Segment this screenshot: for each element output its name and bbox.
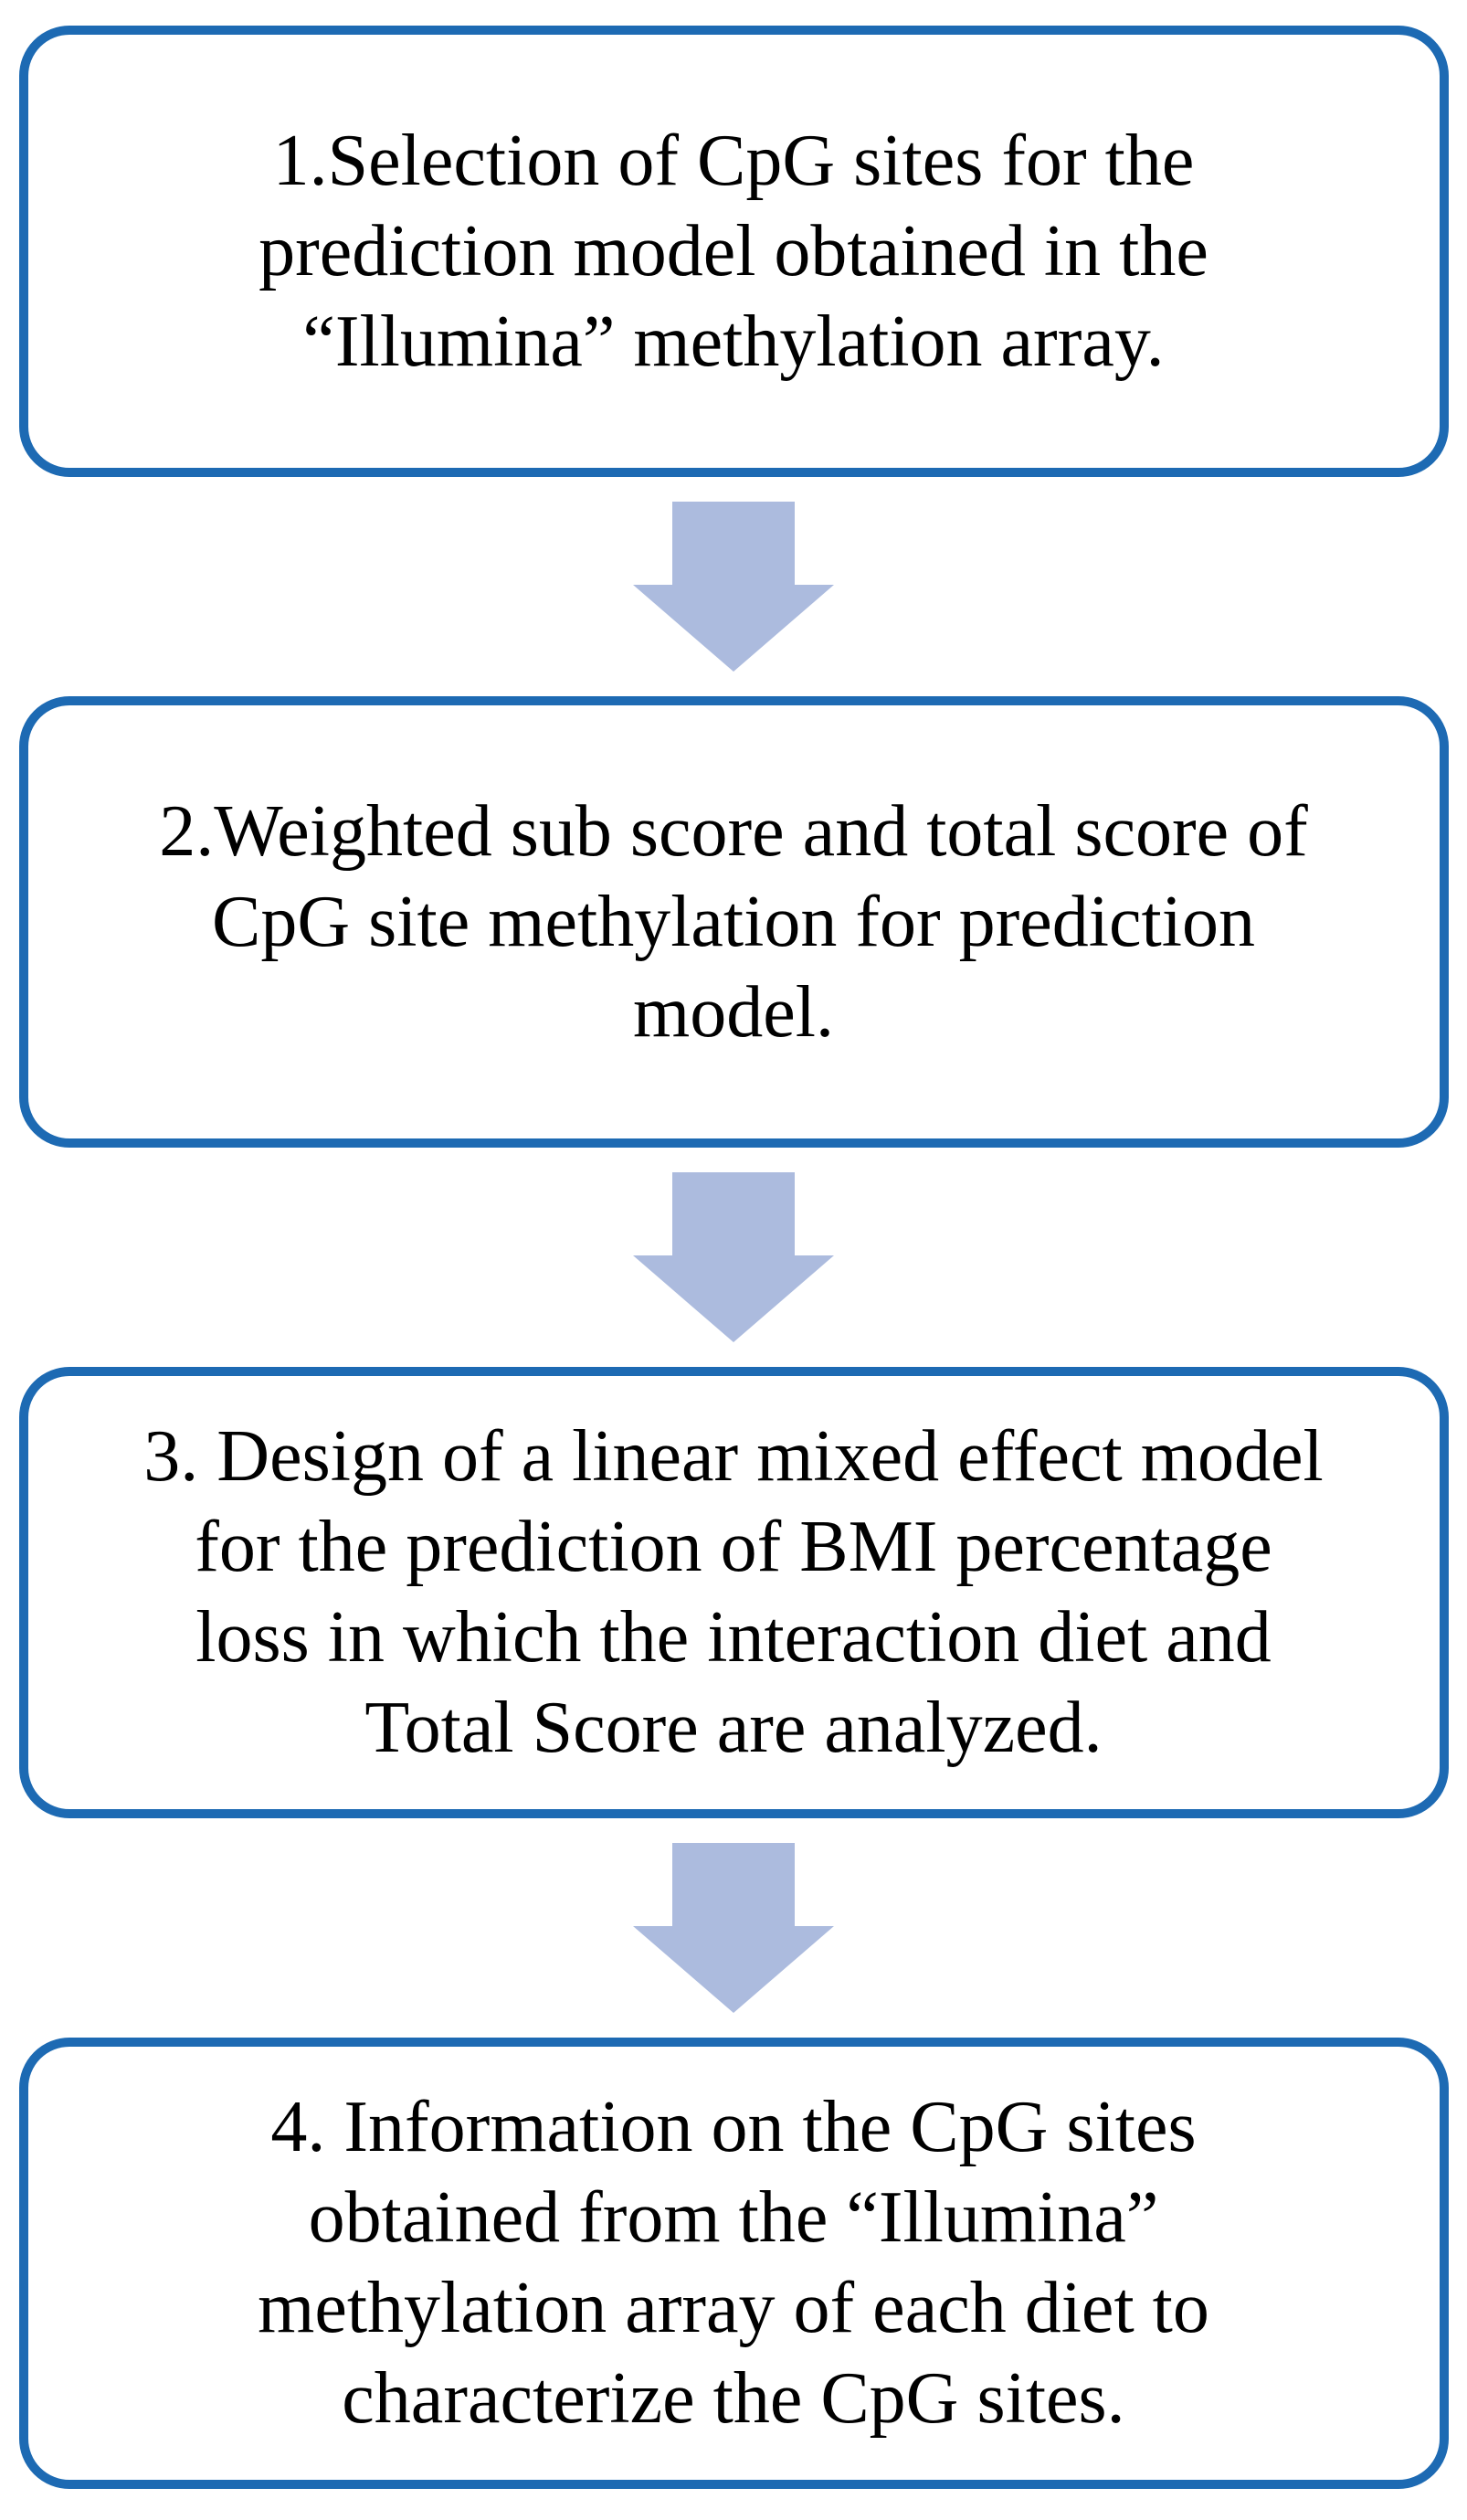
step-3-line-4: Total Score are analyzed.	[364, 1688, 1103, 1768]
down-arrow-icon	[633, 1843, 834, 2013]
step-4-line-4: characterize the CpG sites.	[342, 2358, 1125, 2439]
down-arrow-icon	[633, 502, 834, 672]
step-4-line-2: obtained from the “Illumina”	[308, 2177, 1159, 2258]
step-2-line-3: model.	[633, 971, 834, 1053]
down-arrow-icon	[633, 1172, 834, 1342]
step-2-line-2: CpG site methylation for prediction	[212, 881, 1255, 962]
step-3-line-2: for the prediction of BMI percentage	[195, 1507, 1272, 1587]
step-3-line-3: loss in which the interaction diet and	[195, 1597, 1272, 1678]
step-4-box: 4. Information on the CpG sites obtained…	[18, 2038, 1449, 2489]
step-2-line-1: 2.Weighted sub score and total score of	[159, 790, 1308, 872]
step-1-line-3: “Illumina” methylation array.	[302, 301, 1165, 382]
step-4-line-1: 4. Information on the CpG sites	[270, 2087, 1197, 2167]
step-1-line-2: prediction model obtained in the	[259, 210, 1208, 291]
step-1-line-1: 1.Selection of CpG sites for the	[272, 120, 1195, 201]
arrow-wrap-3	[0, 1818, 1467, 2038]
step-1-box: 1.Selection of CpG sites for the predict…	[18, 26, 1449, 477]
step-3-line-1: 3. Design of a linear mixed effect model	[143, 1416, 1324, 1497]
step-4-line-3: methylation array of each diet to	[258, 2268, 1209, 2348]
arrow-wrap-1	[0, 477, 1467, 696]
step-3-box: 3. Design of a linear mixed effect model…	[18, 1367, 1449, 1818]
step-2-box: 2.Weighted sub score and total score of …	[18, 696, 1449, 1148]
arrow-wrap-2	[0, 1148, 1467, 1367]
